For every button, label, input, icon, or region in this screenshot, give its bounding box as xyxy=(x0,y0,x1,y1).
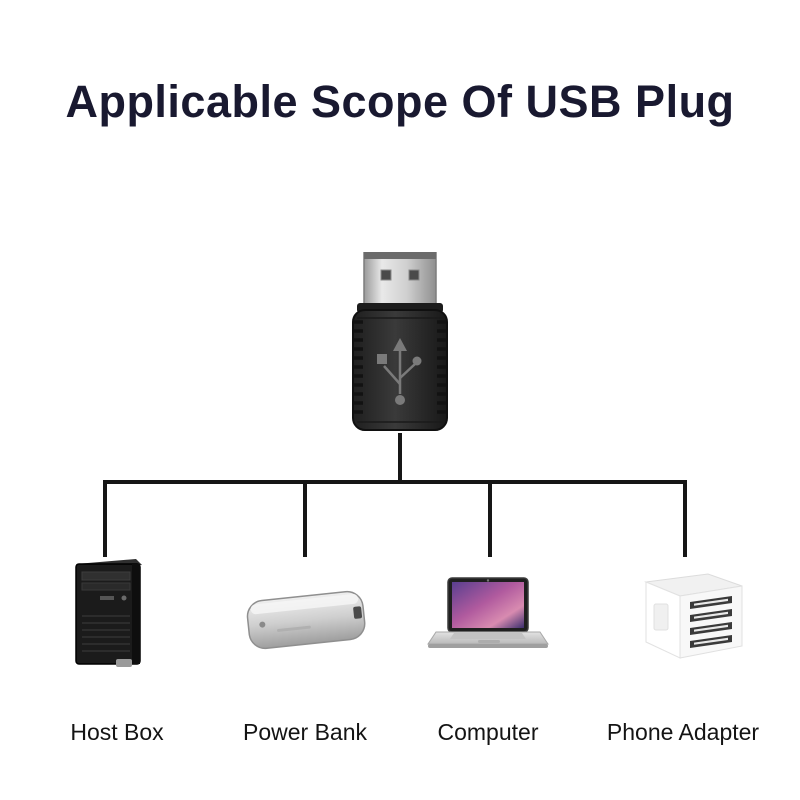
host-box-icon xyxy=(75,559,142,667)
device-label-computer: Computer xyxy=(437,719,539,745)
device-label-phone-adapter: Phone Adapter xyxy=(606,719,760,745)
page-title: Applicable Scope Of USB Plug xyxy=(65,76,735,127)
phone-adapter-icon xyxy=(644,573,743,659)
usb-ports xyxy=(690,596,732,648)
usb-trident-symbol xyxy=(377,338,422,405)
computer-icon xyxy=(427,577,549,648)
computer-image xyxy=(424,576,552,658)
host-box-image xyxy=(62,556,154,670)
power-bank-image xyxy=(242,574,370,660)
usb-plug-icon xyxy=(352,252,448,431)
usb-plug-image xyxy=(345,252,455,434)
phone-adapter-image xyxy=(612,570,756,664)
device-label-power-bank: Power Bank xyxy=(242,719,367,745)
device-label-host-box: Host Box xyxy=(70,719,164,745)
power-bank-icon xyxy=(246,590,366,650)
